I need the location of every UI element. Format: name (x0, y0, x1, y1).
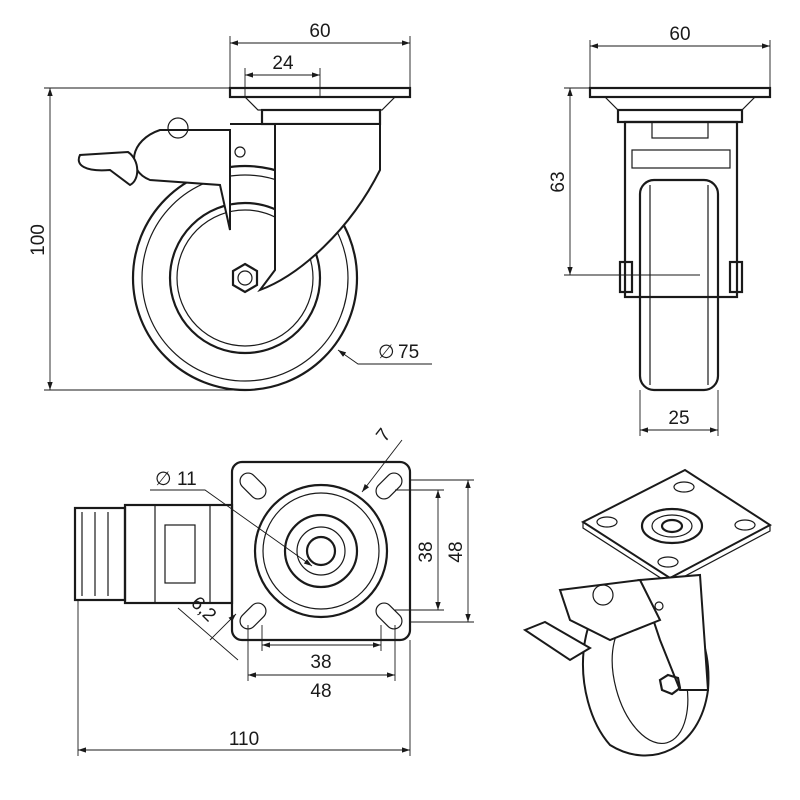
hole-spacing-v-label: 38 (416, 541, 437, 562)
bolt-offset-label: 24 (272, 53, 294, 74)
axle-height-label: 63 (548, 171, 569, 192)
height-label: 100 (28, 224, 49, 256)
front-view: 60 63 25 (548, 24, 772, 436)
diameter-symbol: ∅ (378, 342, 395, 363)
slot-length-label: 6,2 (186, 593, 220, 627)
front-plate-width-label: 60 (669, 24, 690, 45)
bottom-view: 38 48 38 48 110 ∅ 11 7 6,2 (73, 425, 474, 756)
slot-width-label: 7 (372, 425, 395, 446)
plate-h-label: 48 (310, 681, 331, 702)
side-view: 60 24 100 ∅ 75 (28, 21, 432, 392)
hole-diameter-label: 11 (177, 469, 197, 490)
hole-spacing-h-label: 38 (310, 652, 331, 673)
isometric-view (522, 468, 772, 757)
plate-v-label: 48 (446, 541, 467, 562)
overall-length-label: 110 (229, 729, 259, 750)
hole-diameter-symbol: ∅ (155, 469, 172, 490)
wheel-diameter-label: 75 (398, 342, 419, 363)
side-plate-width-label: 60 (309, 21, 330, 42)
wheel-width-label: 25 (668, 408, 689, 429)
